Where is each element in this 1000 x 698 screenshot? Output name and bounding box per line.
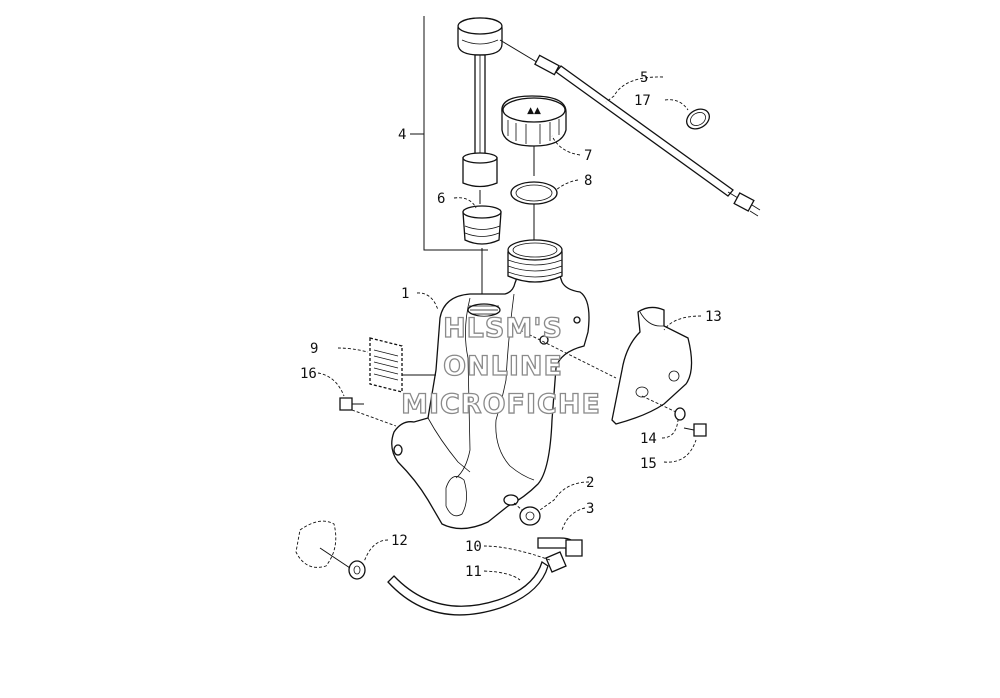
callout-1: 1 <box>401 286 409 302</box>
callout-9: 9 <box>310 341 318 357</box>
watermark-line-2: ONLINE <box>443 351 563 382</box>
gasket-ring-part-8 <box>510 181 558 205</box>
hose-clamp-part-17 <box>686 108 710 130</box>
decal-part-9 <box>369 337 403 393</box>
elbow-fitting-part-3 <box>537 537 583 557</box>
fuel-gauge-cap-part <box>457 17 503 56</box>
grommet-part-2 <box>519 506 541 526</box>
wire-harness-part-5 <box>499 39 761 217</box>
fuel-cap-part-7: ▲▲ <box>501 95 567 147</box>
svg-text:▲▲: ▲▲ <box>527 106 541 116</box>
filler-neck-part <box>507 239 563 283</box>
screw-part-16 <box>339 397 364 411</box>
fuel-tank-part-1 <box>391 269 590 530</box>
callout-2: 2 <box>586 475 594 491</box>
assembly-bracket-4 <box>410 16 488 251</box>
callout-labels: 1 2 3 4 5 6 7 8 9 10 11 12 13 14 15 16 1… <box>300 70 722 580</box>
fuel-hose-part-11 <box>387 560 549 616</box>
callout-12: 12 <box>391 533 408 549</box>
grommet-part-12 <box>348 560 366 580</box>
callout-6: 6 <box>437 191 445 207</box>
mounting-reference-dashed <box>295 520 337 568</box>
callout-8: 8 <box>584 173 592 189</box>
callout-13: 13 <box>705 309 722 325</box>
gauge-rod-part <box>474 54 486 156</box>
heat-shield-part-13 <box>611 306 693 425</box>
washer-part-14 <box>674 407 686 421</box>
watermark: HLSM'S ONLINE MICROFICHE <box>400 312 601 420</box>
leader-lines <box>317 76 702 581</box>
callout-5: 5 <box>640 70 648 86</box>
watermark-line-3: MICROFICHE <box>401 389 601 420</box>
callout-10: 10 <box>465 539 482 555</box>
screw-part-15 <box>683 423 707 437</box>
hose-clamp-part-10 <box>545 551 567 573</box>
callout-14: 14 <box>640 431 657 447</box>
callout-11: 11 <box>465 564 482 580</box>
callout-3: 3 <box>586 501 594 517</box>
callout-4: 4 <box>398 127 406 143</box>
callout-16: 16 <box>300 366 317 382</box>
watermark-line-1: HLSM'S <box>443 313 563 344</box>
callout-7: 7 <box>584 148 592 164</box>
gauge-float-part <box>462 152 498 188</box>
callout-15: 15 <box>640 456 657 472</box>
grommet-part-6 <box>462 205 502 245</box>
callout-17: 17 <box>634 93 651 109</box>
